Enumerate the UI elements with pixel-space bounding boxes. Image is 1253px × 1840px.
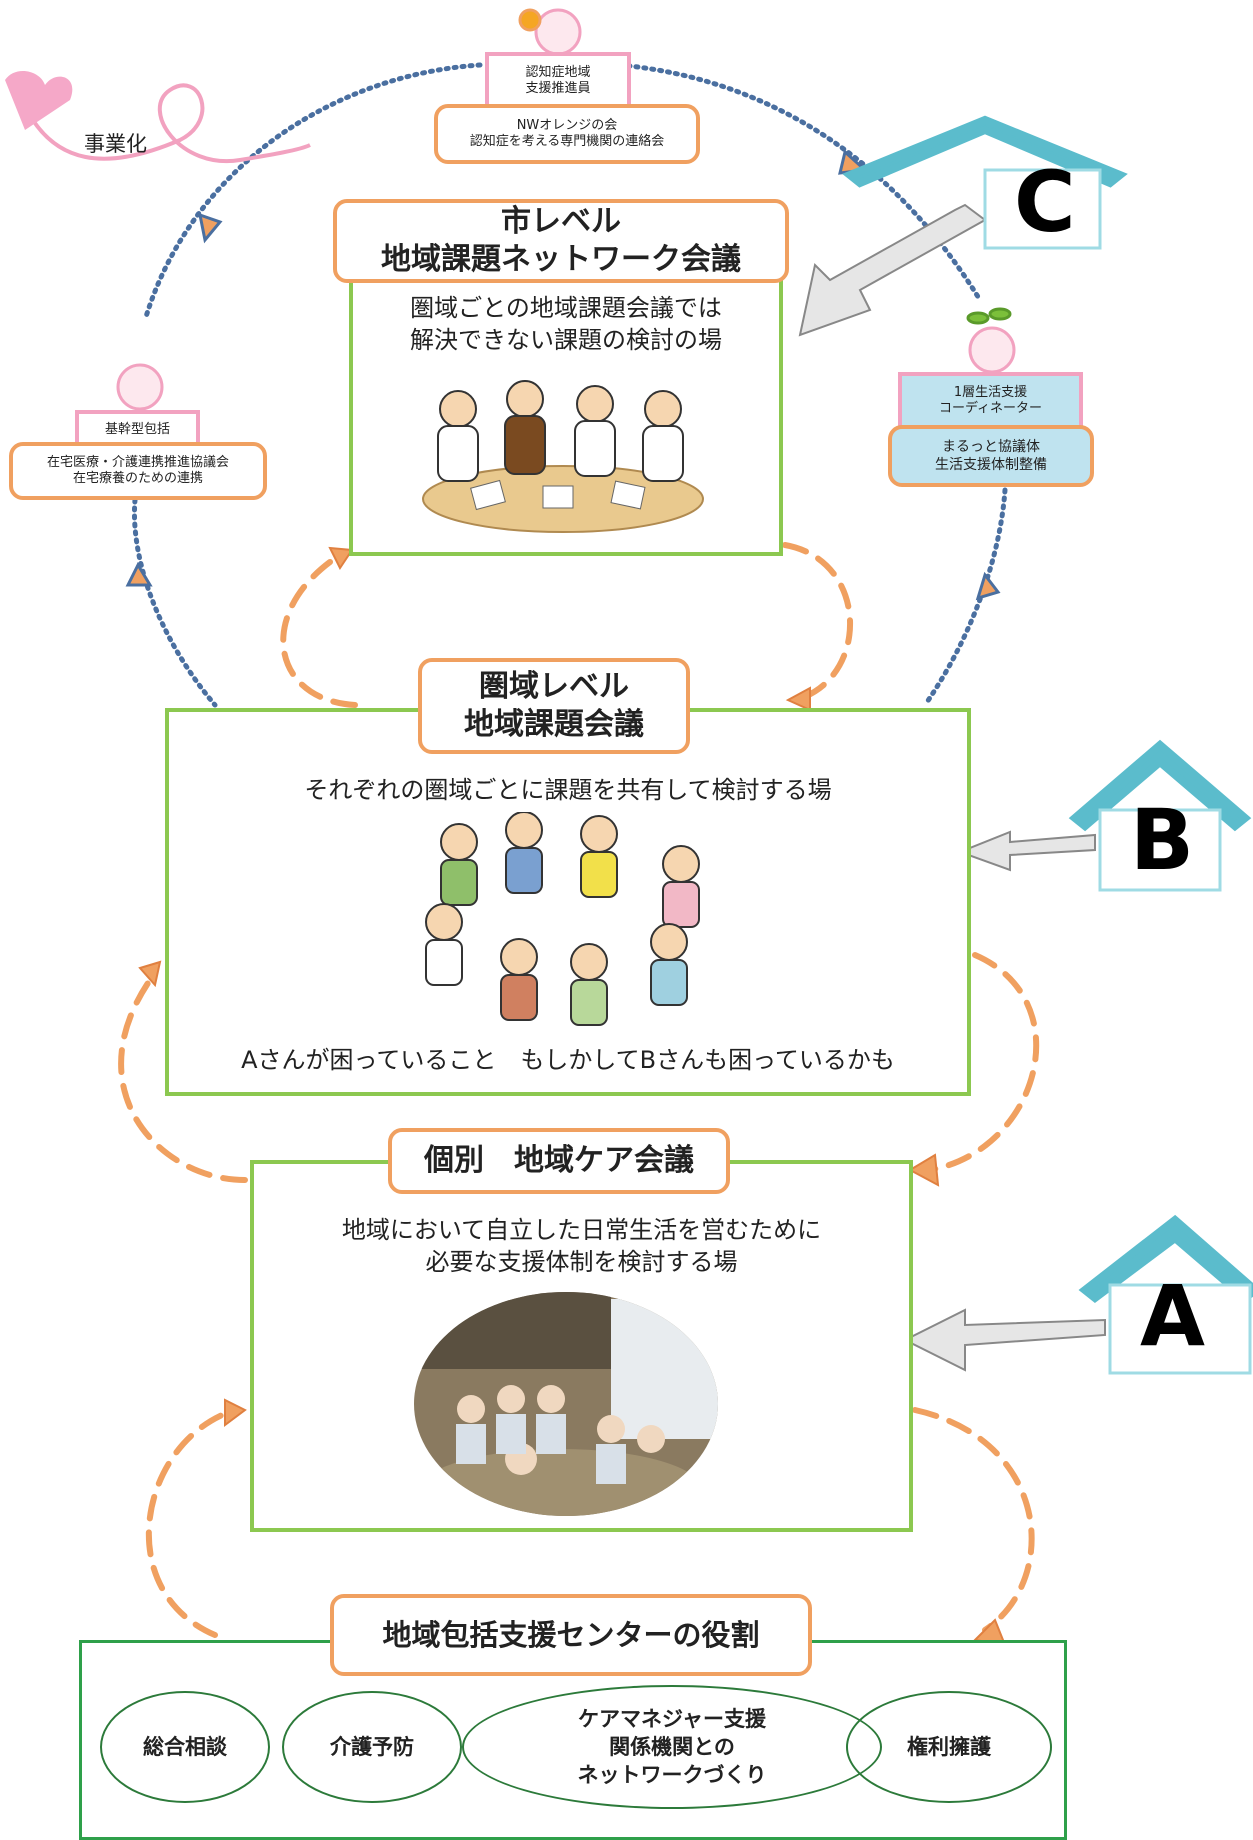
marutto-line2: 生活支援体制整備 — [935, 457, 1047, 473]
area-footer: Aさんが困っていること もしかしてBさんも困っているかも — [241, 1046, 895, 1074]
center-title: 地域包括支援センターの役割 — [330, 1594, 812, 1676]
core-center-label: 基幹型包括 — [104, 422, 170, 437]
arrowhead-area-right — [907, 1153, 940, 1187]
big-oval-line3: ネットワークづくり — [577, 1763, 767, 1787]
blue-dotted-cycle — [131, 62, 1008, 708]
promoter-line2: 支援推進員 — [525, 81, 591, 96]
arrowhead-city-right — [785, 686, 811, 712]
oval-care-manager-support: ケアマネジャー支援 関係機関との ネットワークづくり — [462, 1685, 882, 1809]
individual-desc-line2: 必要な支援体制を検討する場 — [425, 1248, 738, 1276]
orange-dashed-loops — [118, 542, 1040, 1638]
city-desc-line2: 解決できない課題の検討の場 — [410, 326, 722, 354]
big-oval-line1: ケアマネジャー支援 — [578, 1707, 766, 1731]
nw-orange-box: NWオレンジの会 認知症を考える専門機関の連絡会 — [434, 104, 700, 164]
smiley-top — [518, 8, 582, 56]
marutto-line1: まるっと協議体 — [942, 439, 1040, 455]
coordinator-line1: 1層生活支援 — [953, 385, 1028, 400]
nw-orange-line2: 認知症を考える専門機関の連絡会 — [469, 134, 665, 149]
house-a-letter: A — [1140, 1267, 1206, 1365]
smiley-left — [116, 363, 164, 411]
arrowhead-top-left — [198, 212, 223, 244]
big-oval-line2: 関係機関との — [609, 1735, 735, 1759]
group-discussion-illustration — [425, 812, 700, 1026]
center-title-text: 地域包括支援センターの役割 — [382, 1618, 760, 1652]
orange-arrowheads — [138, 546, 1007, 1647]
arrow-c — [798, 203, 987, 337]
home-care-line1: 在宅医療・介護連携推進協議会 — [46, 455, 229, 470]
arrowhead-indiv-left — [224, 1398, 247, 1427]
area-title-line2: 地域課題会議 — [464, 707, 644, 742]
oval-care-prevention-label: 介護予防 — [330, 1735, 414, 1759]
pink-heart — [5, 70, 73, 130]
house-c-letter: C — [1014, 153, 1076, 251]
arrowhead-right — [975, 571, 1001, 601]
oval-rights-advocacy: 権利擁護 — [846, 1691, 1052, 1803]
home-care-line2: 在宅療養のための連携 — [72, 471, 203, 486]
area-level-title: 圏域レベル 地域課題会議 — [418, 658, 690, 754]
area-title-line1: 圏域レベル — [479, 669, 629, 704]
arrow-a — [902, 1308, 1106, 1372]
meeting-photo — [414, 1292, 718, 1516]
marutto-council-box: まるっと協議体 生活支援体制整備 — [888, 425, 1094, 487]
home-care-council-box: 在宅医療・介護連携推進協議会 在宅療養のための連携 — [9, 442, 267, 500]
oval-care-prevention: 介護予防 — [282, 1691, 462, 1803]
arrowhead-city-left — [328, 546, 354, 570]
business-label: 事業化 — [84, 132, 147, 156]
dementia-support-promoter-box: 認知症地域 支援推進員 — [485, 52, 631, 110]
oval-general-consultation: 総合相談 — [100, 1691, 270, 1803]
house-b — [1068, 739, 1252, 892]
city-level-title: 市レベル 地域課題ネットワーク会議 — [333, 199, 789, 283]
city-desc-line1: 圏域ごとの地域課題会議では — [410, 294, 722, 322]
individual-desc-line1: 地域において自立した日常生活を営むために — [341, 1216, 822, 1244]
city-title-line2: 地域課題ネットワーク会議 — [381, 242, 741, 277]
area-level-panel: それぞれの圏域ごとに課題を共有して検討する場 Aさんが困っていること もしかして… — [165, 708, 971, 1096]
house-b-letter: B — [1130, 791, 1195, 889]
oval-rights-advocacy-label: 権利擁護 — [907, 1735, 991, 1759]
grey-arrows — [798, 203, 1106, 1372]
individual-title-text: 個別 地域ケア会議 — [424, 1143, 694, 1178]
individual-title: 個別 地域ケア会議 — [388, 1128, 730, 1194]
coordinator-line2: コーディネーター — [938, 401, 1043, 416]
house-a — [1078, 1214, 1253, 1375]
area-desc: それぞれの圏域ごとに課題を共有して検討する場 — [304, 776, 832, 804]
house-c — [842, 115, 1128, 250]
arrow-b — [957, 830, 1096, 872]
oval-general-consultation-label: 総合相談 — [143, 1735, 227, 1759]
individual-panel: 地域において自立した日常生活を営むために 必要な支援体制を検討する場 — [250, 1160, 913, 1532]
meeting-illustration — [422, 380, 704, 533]
city-title-line1: 市レベル — [501, 204, 621, 239]
city-level-panel: 圏域ごとの地域課題会議では 解決できない課題の検討の場 — [349, 270, 783, 556]
nw-orange-line1: NWオレンジの会 — [516, 118, 618, 133]
promoter-line1: 認知症地域 — [525, 65, 591, 80]
pink-ribbon — [18, 83, 311, 164]
arrowhead-area-left — [138, 960, 162, 988]
coordinator-box: 1層生活支援 コーディネーター — [898, 372, 1083, 430]
smiley-right — [966, 307, 1016, 374]
arrowhead-left — [125, 561, 153, 587]
